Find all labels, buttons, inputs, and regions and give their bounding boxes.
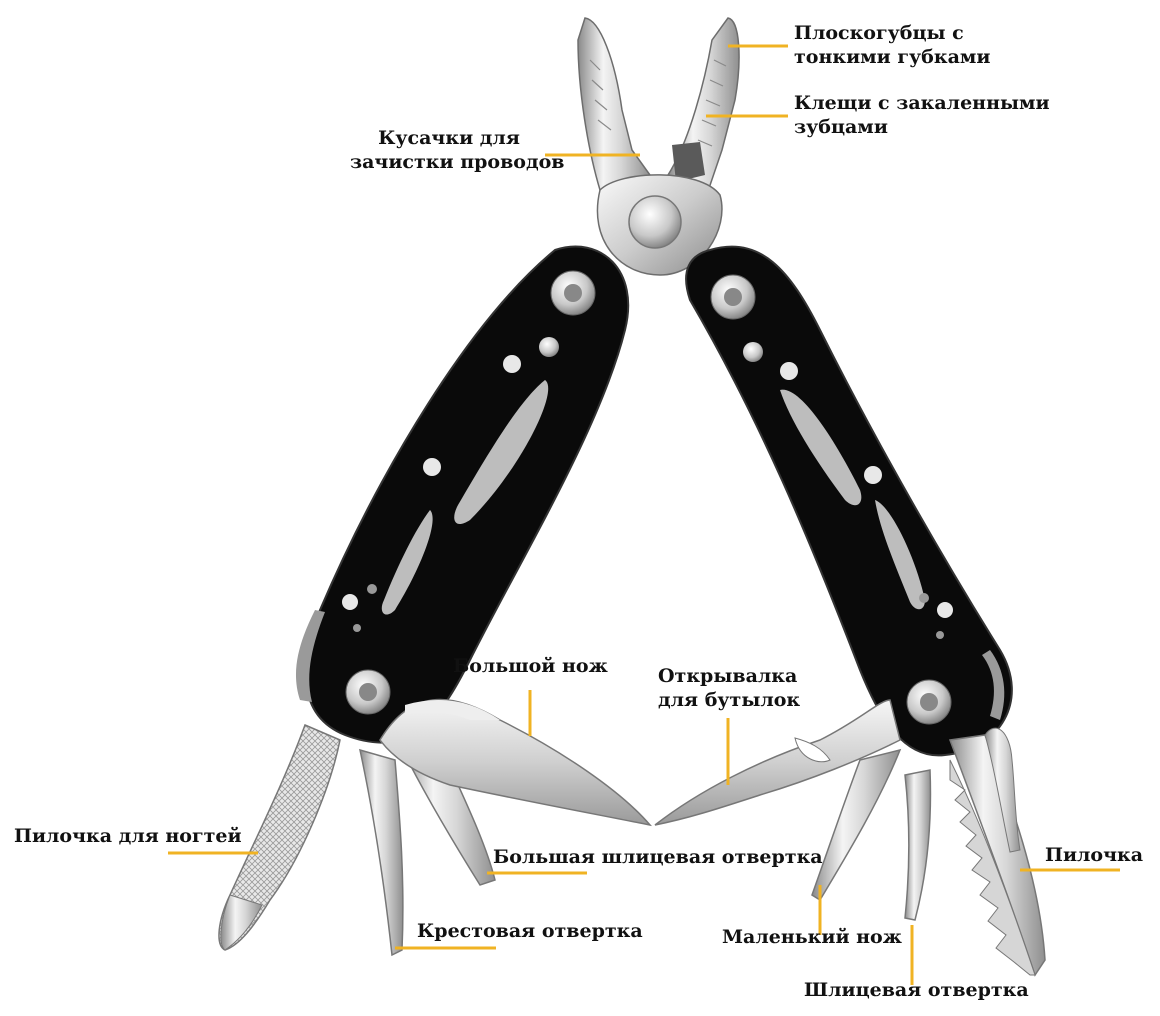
- label-needle-nose-line2: тонкими губками: [794, 46, 991, 68]
- large-knife-tool: [379, 698, 652, 827]
- label-pliers-teeth-line2: зубцами: [794, 116, 888, 138]
- label-bottle-opener-line2: для бутылок: [658, 689, 801, 711]
- leader-lines: [168, 44, 1120, 985]
- label-bottle-opener: Открывалка для бутылок: [658, 664, 800, 712]
- label-flat-screwdriver-text: Шлицевая отвертка: [804, 979, 1029, 1001]
- label-saw-text: Пилочка: [1045, 844, 1144, 866]
- label-needle-nose-pliers: Плоскогубцы с тонкими губками: [794, 21, 991, 69]
- label-wire-stripper: Кусачки для зачистки проводов: [350, 126, 565, 174]
- label-saw: Пилочка: [1045, 843, 1143, 867]
- left-jaw: [577, 17, 652, 201]
- label-wire-stripper-line2: зачистки проводов: [350, 151, 565, 173]
- label-needle-nose-line1: Плоскогубцы с: [794, 22, 964, 44]
- label-wire-stripper-line1: Кусачки для: [378, 127, 520, 149]
- label-flat-screwdriver: Шлицевая отвертка: [804, 978, 1029, 1002]
- label-small-knife-text: Маленький нож: [722, 926, 902, 948]
- label-large-flat-screwdriver-text: Большая шлицевая отвертка: [493, 846, 823, 868]
- label-phillips-screwdriver-text: Крестовая отвертка: [417, 920, 643, 942]
- pivot-bolt: [628, 195, 682, 249]
- label-small-knife: Маленький нож: [722, 925, 902, 949]
- left-tools: [218, 698, 652, 957]
- left-handle: [295, 245, 630, 744]
- label-nail-file-text: Пилочка для ногтей: [14, 825, 242, 847]
- right-tools: [654, 699, 1046, 977]
- label-large-flat-screwdriver: Большая шлицевая отвертка: [493, 845, 823, 869]
- right-handle: [685, 245, 1013, 757]
- label-phillips-screwdriver: Крестовая отвертка: [417, 919, 643, 943]
- label-bottle-opener-line1: Открывалка: [658, 665, 798, 687]
- label-nail-file: Пилочка для ногтей: [14, 824, 242, 848]
- flat-screwdriver-tool: [904, 769, 932, 921]
- phillips-screwdriver-tool: [359, 748, 404, 957]
- label-large-knife-text: Большой нож: [453, 655, 608, 677]
- pliers-jaws: [577, 17, 740, 276]
- bottle-opener-tool: [654, 699, 901, 826]
- label-large-knife: Большой нож: [453, 654, 608, 678]
- label-pliers-teeth-line1: Клещи с закаленными: [794, 92, 1050, 114]
- label-pliers-teeth: Клещи с закаленными зубцами: [794, 91, 1050, 139]
